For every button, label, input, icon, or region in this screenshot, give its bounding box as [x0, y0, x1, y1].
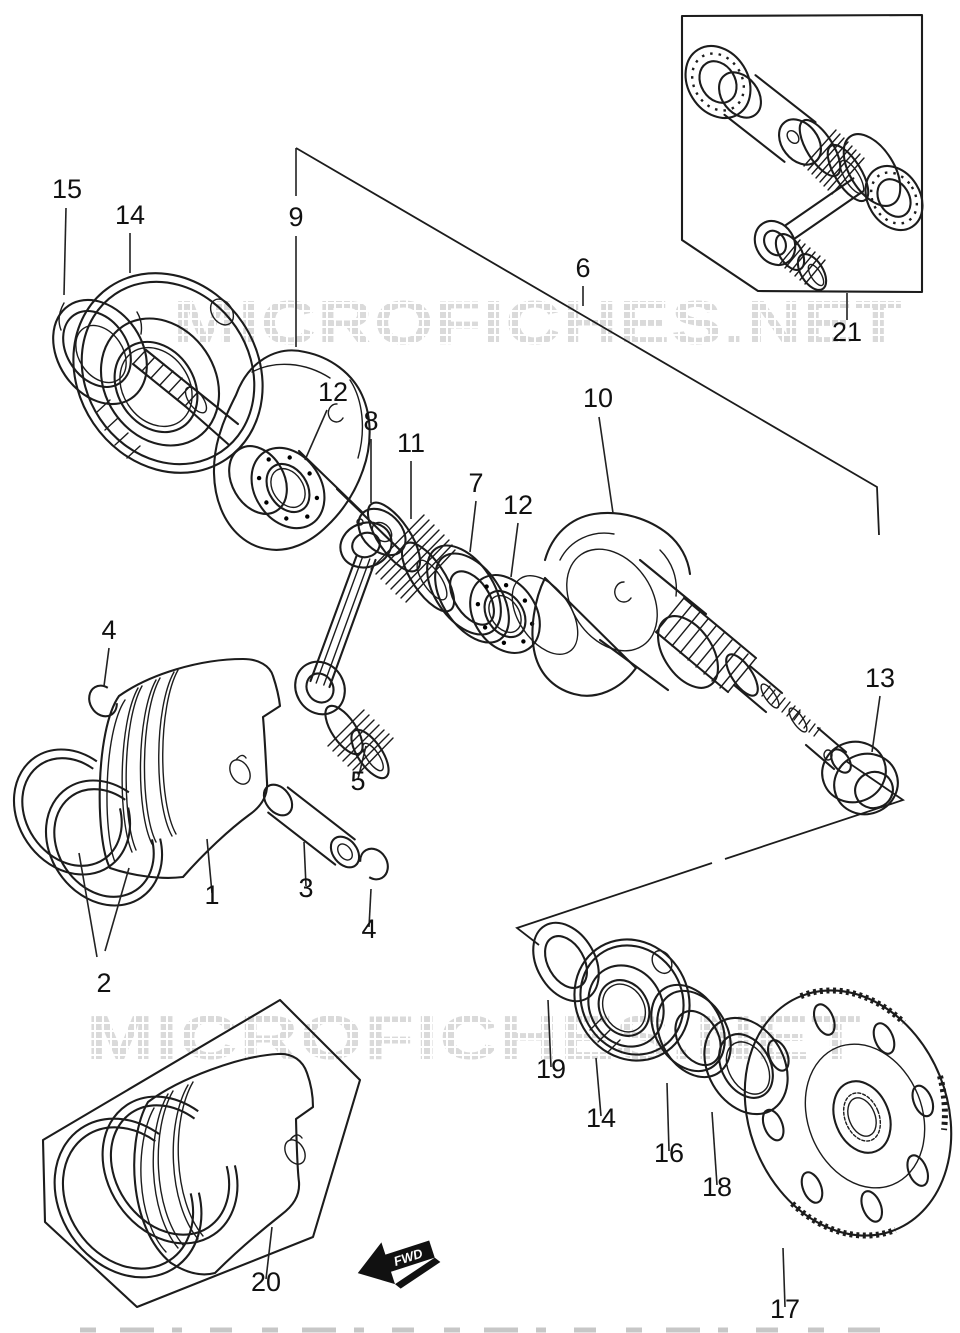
part-number-label: 4: [101, 615, 116, 645]
piston-pin-3: [262, 783, 361, 869]
part-number-label: 8: [363, 406, 378, 436]
leader-line: [63, 207, 67, 296]
part-number-label: 6: [575, 253, 590, 283]
watermark-layer: MICROFICHES.NET MICROFICHES.NET: [86, 289, 903, 1073]
leader-line: [547, 999, 552, 1068]
part-number-label: 14: [115, 200, 145, 230]
part-number-label: 20: [251, 1267, 281, 1297]
fwd-arrow-icon: FWD: [357, 1240, 441, 1289]
oil-seal-15: [52, 298, 148, 406]
piston-rings-2: [12, 748, 164, 907]
leader-line: [782, 1247, 786, 1308]
part-number-label: 13: [865, 663, 895, 693]
part-number-label: 3: [298, 873, 313, 903]
part-number-label: 19: [536, 1054, 566, 1084]
part-number-label: 7: [468, 468, 483, 498]
part-number-label: 16: [654, 1138, 684, 1168]
left-shaft-threads: [131, 348, 240, 446]
inset-flange-disc-right: [842, 133, 924, 232]
part-number-label: 1: [204, 880, 219, 910]
needle-bearing-11: [366, 501, 456, 613]
leader-line: [303, 841, 307, 887]
part-number-label: 2: [96, 968, 111, 998]
part-number-label: 11: [397, 428, 425, 458]
flange-disc-12-left: [250, 446, 326, 530]
gear-lightening-holes: [761, 1003, 935, 1223]
part-number-label: 12: [318, 377, 348, 407]
leader-line: [510, 522, 519, 578]
flange-disc-12-right: [469, 574, 541, 654]
crank-pin-8: [297, 449, 407, 557]
leader-line: [595, 1057, 602, 1117]
part-number-label: 15: [52, 174, 82, 204]
assembly-bracket-lines: [295, 147, 906, 946]
leader-line: [357, 745, 367, 780]
spacer-bushing-13: [821, 740, 899, 816]
leader-line: [206, 838, 213, 894]
boxed-piston-set: [53, 1052, 315, 1279]
small-end-bearing-5: [324, 704, 394, 780]
inset-box-21: [680, 13, 924, 294]
crank-web-right-10: [511, 511, 719, 697]
part-number-label: 18: [702, 1172, 732, 1202]
watermark-text: MICROFICHES.NET: [86, 1004, 862, 1073]
leader-line: [304, 409, 328, 461]
leader-line: [598, 416, 614, 514]
leader-line: [711, 1111, 718, 1186]
circlip-4-left: [88, 684, 118, 718]
leader-line: [78, 852, 98, 958]
watermark-text: MICROFICHES.NET: [173, 289, 903, 358]
part-number-label: 10: [583, 383, 613, 413]
gear-splined-hub: [832, 1080, 892, 1154]
inset-needle-bearing-small: [774, 233, 828, 291]
inset-flange-disc-left: [684, 45, 752, 119]
parts-box-20: [41, 998, 362, 1309]
primary-gear-17: [743, 987, 953, 1239]
leader-line: [666, 1082, 670, 1152]
part-number-label: 14: [586, 1103, 616, 1133]
leader-line: [103, 647, 110, 687]
bolt-hole-dots: [256, 455, 320, 521]
inset-crank-pin: [718, 71, 822, 166]
leader-line: [469, 500, 477, 553]
ball-bearing-14-bottom: [573, 938, 691, 1062]
ball-bearing-14-left: [72, 272, 264, 474]
connecting-rod: [294, 521, 393, 716]
right-shaft: [654, 596, 852, 774]
part-number-label: 12: [503, 490, 533, 520]
inset-connecting-rod: [753, 177, 864, 267]
leader-line: [265, 1226, 273, 1280]
circlip-4-right: [359, 847, 389, 881]
part-number-label: 5: [350, 766, 365, 796]
part-number-label: 9: [288, 202, 303, 232]
part-number-label: 17: [770, 1294, 800, 1324]
part-number-label: 21: [832, 317, 862, 347]
part-number-label: 4: [361, 914, 376, 944]
leader-line: [104, 867, 130, 952]
leader-line: [368, 888, 372, 928]
spacer-16: [650, 983, 732, 1079]
crank-web-left-9: [212, 349, 371, 551]
leader-line: [871, 695, 881, 753]
gear-teeth: [790, 987, 948, 1239]
